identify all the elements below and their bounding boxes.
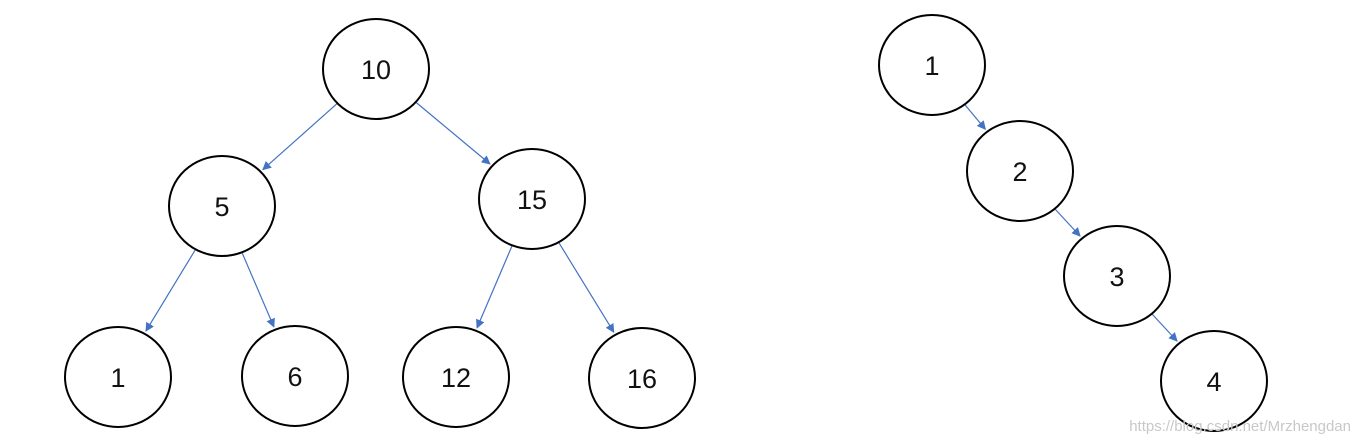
edge-n10-to-n15 bbox=[414, 101, 491, 165]
edge-s1-to-s2 bbox=[963, 103, 986, 130]
node-circle bbox=[966, 120, 1074, 222]
balanced-tree-node: 16 bbox=[588, 327, 696, 429]
node-label: 1 bbox=[110, 363, 125, 393]
balanced-tree-node: 10 bbox=[322, 18, 430, 120]
node-circle bbox=[64, 326, 172, 428]
edge-s2-to-s3 bbox=[1053, 207, 1081, 237]
skewed-tree-node: 1 bbox=[878, 14, 986, 116]
balanced-tree-node: 15 bbox=[478, 148, 586, 250]
balanced-tree-node: 5 bbox=[168, 155, 276, 257]
node-circle bbox=[1160, 330, 1268, 432]
edge-n15-to-n12 bbox=[476, 244, 514, 329]
node-circle bbox=[241, 325, 349, 427]
node-circle bbox=[588, 327, 696, 429]
node-label: 10 bbox=[361, 55, 391, 85]
edges-layer bbox=[145, 101, 1178, 342]
node-label: 5 bbox=[214, 192, 229, 222]
skewed-tree-node: 2 bbox=[966, 120, 1074, 222]
node-label: 3 bbox=[1109, 262, 1124, 292]
edge-s3-to-s4 bbox=[1150, 312, 1178, 342]
node-label: 1 bbox=[924, 51, 939, 81]
node-label: 15 bbox=[517, 185, 547, 215]
balanced-tree-node: 12 bbox=[402, 326, 510, 428]
node-circle bbox=[1063, 225, 1171, 327]
skewed-tree-node: 4 bbox=[1160, 330, 1268, 432]
node-label: 12 bbox=[441, 363, 471, 393]
node-label: 6 bbox=[287, 362, 302, 392]
watermark-text: https://blog.csdn.net/Mrzhengdan bbox=[1129, 418, 1351, 435]
edge-n5-to-n6 bbox=[240, 251, 275, 328]
edge-n15-to-n16 bbox=[557, 241, 615, 333]
balanced-tree-node: 1 bbox=[64, 326, 172, 428]
node-circle bbox=[322, 18, 430, 120]
node-circle bbox=[878, 14, 986, 116]
balanced-tree-node: 6 bbox=[241, 325, 349, 427]
node-circle bbox=[478, 148, 586, 250]
skewed-tree-node: 3 bbox=[1063, 225, 1171, 327]
node-label: 16 bbox=[627, 364, 657, 394]
node-circle bbox=[402, 326, 510, 428]
edge-n5-to-n1 bbox=[145, 248, 197, 332]
edge-n10-to-n5 bbox=[262, 102, 339, 171]
node-label: 2 bbox=[1012, 157, 1027, 187]
node-label: 4 bbox=[1206, 367, 1221, 397]
node-circle bbox=[168, 155, 276, 257]
